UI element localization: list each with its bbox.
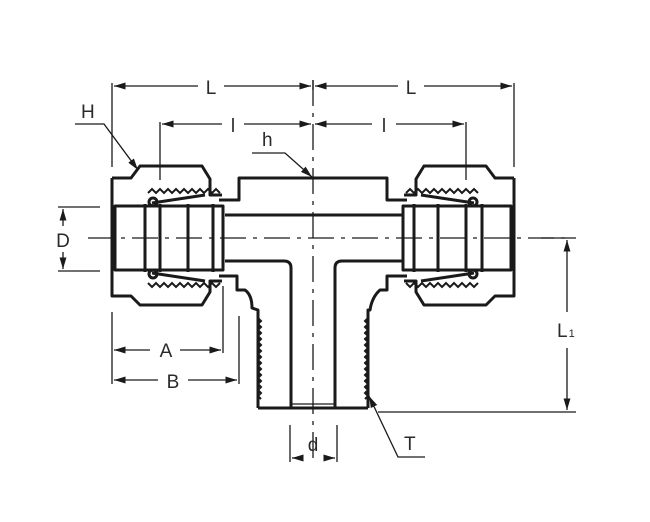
label-d: d <box>308 435 319 456</box>
label-A: A <box>160 341 173 362</box>
label-h: h <box>262 130 273 151</box>
dimension-D <box>58 206 100 272</box>
tee-body <box>219 176 407 410</box>
label-L1-subscript: 1 <box>569 328 575 340</box>
label-T: T <box>404 434 416 455</box>
label-H: H <box>81 102 95 123</box>
label-l-left: l <box>231 116 235 137</box>
label-L1: L1 <box>557 321 575 342</box>
right-nut <box>401 164 516 307</box>
leader-T <box>368 395 425 458</box>
label-l-right: l <box>382 116 386 137</box>
dimension-L1 <box>378 237 576 413</box>
dimension-L <box>111 80 515 167</box>
label-L-left: L <box>206 78 217 99</box>
centerlines <box>88 80 568 465</box>
left-nut <box>110 164 225 307</box>
dimension-d <box>289 425 338 462</box>
branch-thread <box>256 317 370 400</box>
label-B: B <box>167 372 180 393</box>
dimension-l <box>159 120 467 180</box>
label-D: D <box>56 231 70 252</box>
label-L-right: L <box>406 78 417 99</box>
leader-h <box>252 152 313 178</box>
label-L1-main: L <box>557 321 568 342</box>
leader-H <box>75 123 139 171</box>
dimension-A-B <box>111 286 240 384</box>
